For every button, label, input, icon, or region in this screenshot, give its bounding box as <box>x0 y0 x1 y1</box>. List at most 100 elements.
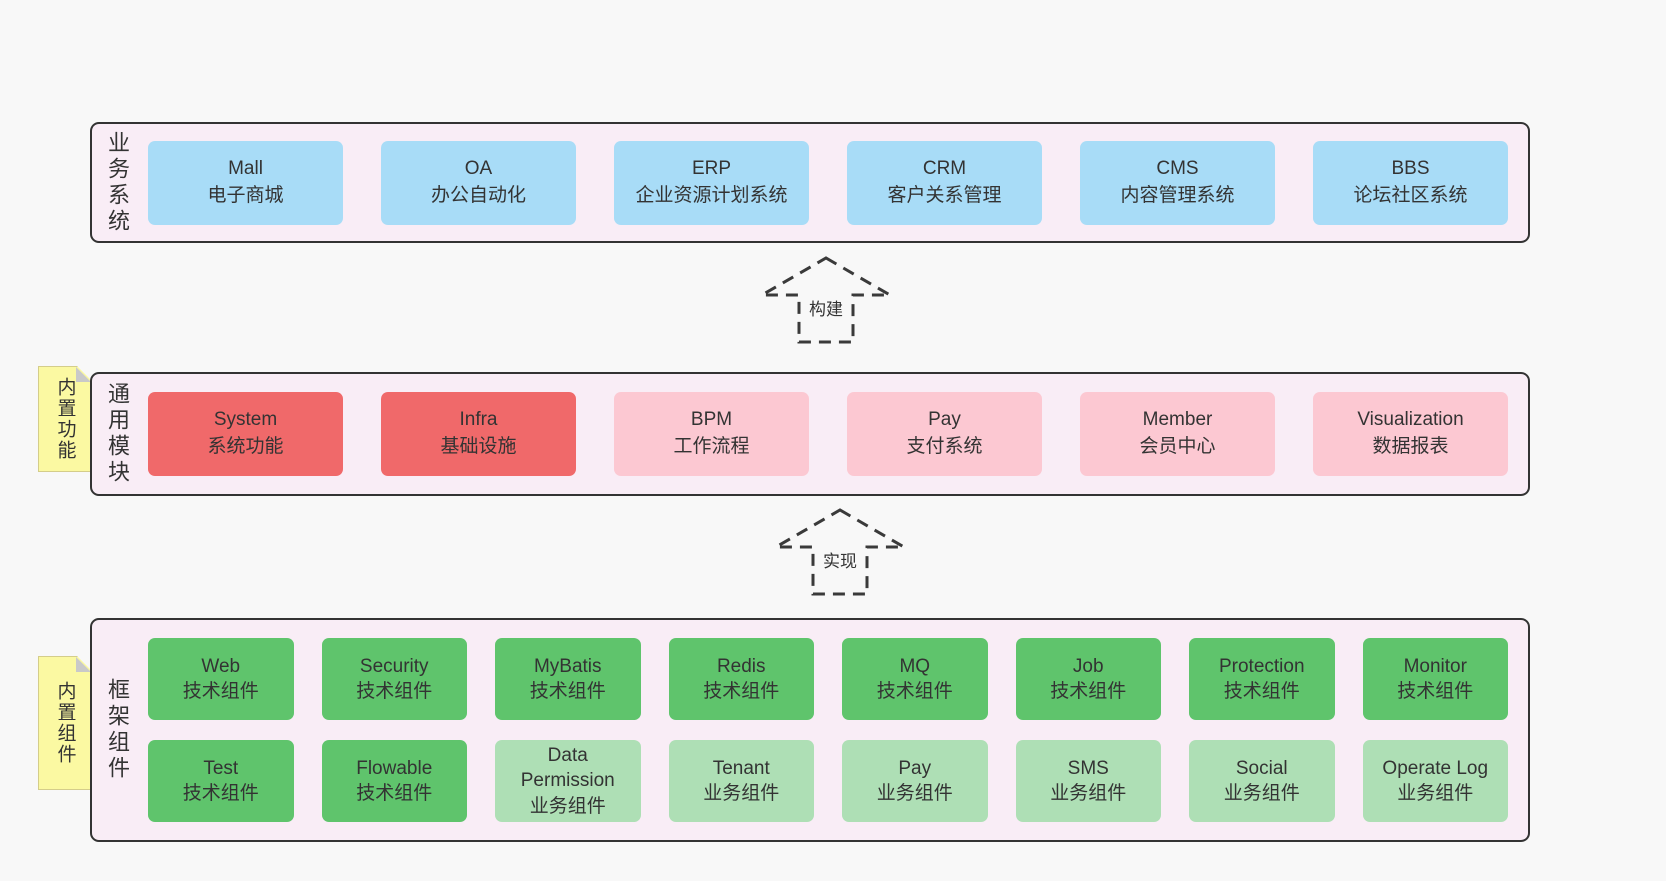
card-title: BPM <box>690 409 733 431</box>
card-subtitle: 技术组件 <box>182 783 259 804</box>
card-job: Job 技术组件 <box>1015 638 1161 720</box>
card-oa: OA 办公自动化 <box>381 140 576 225</box>
card-title: ERP <box>691 157 732 179</box>
card-bbs: BBS 论坛社区系统 <box>1313 140 1508 225</box>
card-title: Operate Log <box>1382 757 1489 779</box>
business-cards: Mall 电子商城 OA 办公自动化 ERP 企业资源计划系统 CRM 客户关系… <box>142 124 1528 241</box>
card-title: OA <box>464 157 493 179</box>
card-subtitle: 论坛社区系统 <box>1353 184 1468 206</box>
card-subtitle: 技术组件 <box>1397 681 1474 702</box>
card-title: System <box>213 409 278 431</box>
card-title: Web <box>201 655 241 677</box>
card-infra: Infra 基础设施 <box>381 392 576 476</box>
implement-arrow-label: 实现 <box>820 546 860 573</box>
card-web: Web 技术组件 <box>148 638 294 720</box>
card-title: Mall <box>228 157 263 179</box>
card-title: Job <box>1072 655 1104 677</box>
card-crm: CRM 客户关系管理 <box>847 140 1042 225</box>
card-data-permission: Data Permission 业务组件 <box>495 740 641 822</box>
card-title: CRM <box>922 157 967 179</box>
folded-corner-icon <box>76 367 91 382</box>
card-subtitle: 技术组件 <box>529 681 606 702</box>
card-protection: Protection 技术组件 <box>1189 638 1335 720</box>
card-title: MQ <box>899 655 931 677</box>
card-monitor: Monitor 技术组件 <box>1362 638 1508 720</box>
card-title: Monitor <box>1403 655 1467 677</box>
card-title: Security <box>359 655 429 677</box>
card-subtitle: 电子商城 <box>207 184 284 206</box>
card-subtitle: 技术组件 <box>356 681 433 702</box>
build-arrow: 构建 <box>758 254 894 346</box>
card-title: SMS <box>1067 757 1109 779</box>
card-subtitle: 业务组件 <box>529 795 606 817</box>
card-title: MyBatis <box>533 655 602 677</box>
card-mq: MQ 技术组件 <box>842 638 988 720</box>
card-subtitle: 基础设施 <box>440 436 517 457</box>
builtin-component-tag-label: 内置组件 <box>54 681 76 765</box>
common-modules-section: 通用模块 System 系统功能 Infra 基础设施 BPM 工作流程 Pay… <box>90 372 1530 496</box>
card-sms: SMS 业务组件 <box>1015 740 1161 822</box>
card-subtitle: 会员中心 <box>1139 436 1216 457</box>
builtin-component-tag: 内置组件 <box>38 656 92 790</box>
card-title: Infra <box>459 409 498 431</box>
folded-corner-icon <box>76 657 91 672</box>
card-title: Test <box>203 757 239 779</box>
card-tenant: Tenant 业务组件 <box>668 740 814 822</box>
component-row-2: Test 技术组件 Flowable 技术组件 Data Permission … <box>148 740 1508 822</box>
card-flowable: Flowable 技术组件 <box>321 740 467 822</box>
card-subtitle: 技术组件 <box>356 783 433 804</box>
business-systems-section: 业务系统 Mall 电子商城 OA 办公自动化 ERP 企业资源计划系统 CRM… <box>90 122 1530 243</box>
card-title: Redis <box>716 655 766 677</box>
card-pay-component: Pay 业务组件 <box>842 740 988 822</box>
card-title: Pay <box>898 757 932 779</box>
card-subtitle: 技术组件 <box>876 681 953 702</box>
section-label-wrap: 框架组件 <box>92 620 142 840</box>
card-social: Social 业务组件 <box>1189 740 1335 822</box>
card-test: Test 技术组件 <box>148 740 294 822</box>
card-subtitle: 业务组件 <box>703 783 780 804</box>
card-title: Social <box>1235 757 1288 779</box>
card-subtitle: 工作流程 <box>673 436 750 457</box>
up-arrow-icon <box>772 508 908 596</box>
card-subtitle: 业务组件 <box>1397 783 1474 804</box>
framework-components-label: 框架组件 <box>105 678 130 782</box>
card-title: Protection <box>1218 655 1305 677</box>
card-subtitle: 技术组件 <box>703 681 780 702</box>
module-cards: System 系统功能 Infra 基础设施 BPM 工作流程 Pay 支付系统… <box>142 374 1528 494</box>
card-subtitle: 技术组件 <box>1223 681 1300 702</box>
card-cms: CMS 内容管理系统 <box>1080 140 1275 225</box>
builtin-feature-tag-label: 内置功能 <box>54 377 76 461</box>
framework-components-section: 框架组件 Web 技术组件 Security 技术组件 MyBatis 技术组件… <box>90 618 1530 842</box>
card-operate-log: Operate Log 业务组件 <box>1362 740 1508 822</box>
card-title: Flowable <box>356 757 433 779</box>
card-system: System 系统功能 <box>148 392 343 476</box>
card-subtitle: 业务组件 <box>1223 783 1300 804</box>
card-visualization: Visualization 数据报表 <box>1313 392 1508 476</box>
card-mall: Mall 电子商城 <box>148 140 343 225</box>
card-title: Member <box>1142 409 1213 431</box>
card-title: Data Permission <box>520 745 615 792</box>
card-title: CMS <box>1156 157 1199 179</box>
card-subtitle: 技术组件 <box>1050 681 1127 702</box>
card-subtitle: 业务组件 <box>1050 783 1127 804</box>
card-member: Member 会员中心 <box>1080 392 1275 476</box>
card-pay-module: Pay 支付系统 <box>847 392 1042 476</box>
card-subtitle: 客户关系管理 <box>887 184 1002 206</box>
card-subtitle: 技术组件 <box>182 681 259 702</box>
card-bpm: BPM 工作流程 <box>614 392 809 476</box>
card-subtitle: 办公自动化 <box>430 184 526 206</box>
card-title: BBS <box>1391 157 1430 179</box>
component-rows: Web 技术组件 Security 技术组件 MyBatis 技术组件 Redi… <box>142 620 1528 840</box>
card-security: Security 技术组件 <box>321 638 467 720</box>
builtin-feature-tag: 内置功能 <box>38 366 92 472</box>
card-erp: ERP 企业资源计划系统 <box>614 140 809 225</box>
build-arrow-label: 构建 <box>806 294 846 321</box>
up-arrow-icon <box>758 256 894 344</box>
card-mybatis: MyBatis 技术组件 <box>495 638 641 720</box>
card-title: Visualization <box>1357 409 1464 431</box>
card-subtitle: 数据报表 <box>1372 436 1449 457</box>
common-modules-label: 通用模块 <box>105 382 130 486</box>
card-title: Pay <box>928 409 961 431</box>
section-label-wrap: 业务系统 <box>92 124 142 241</box>
section-label-wrap: 通用模块 <box>92 374 142 494</box>
